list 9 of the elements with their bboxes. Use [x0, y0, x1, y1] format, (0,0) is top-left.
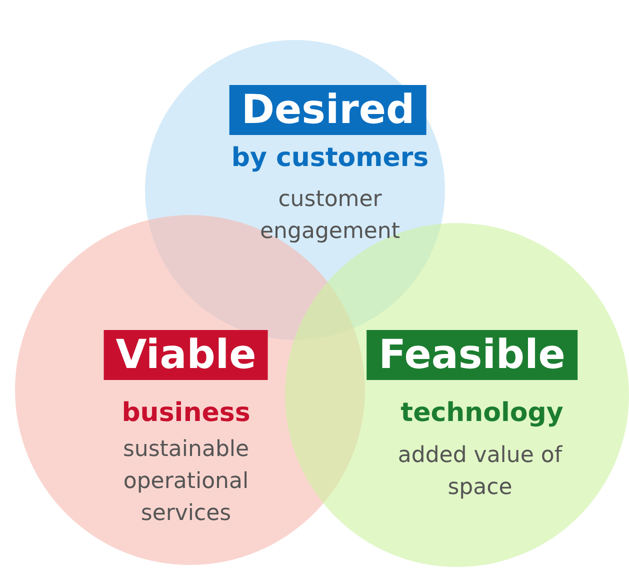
- subheading: by customers: [231, 143, 429, 173]
- heading-label: Feasible: [366, 330, 578, 380]
- description: sustainable operational services: [122, 436, 250, 528]
- subheading: business: [122, 398, 250, 428]
- description: customer engagement: [259, 186, 401, 246]
- subheading: technology: [400, 398, 564, 428]
- description: added value of space: [396, 442, 564, 502]
- heading-label: Viable: [104, 330, 268, 380]
- heading-label: Desired: [229, 85, 427, 135]
